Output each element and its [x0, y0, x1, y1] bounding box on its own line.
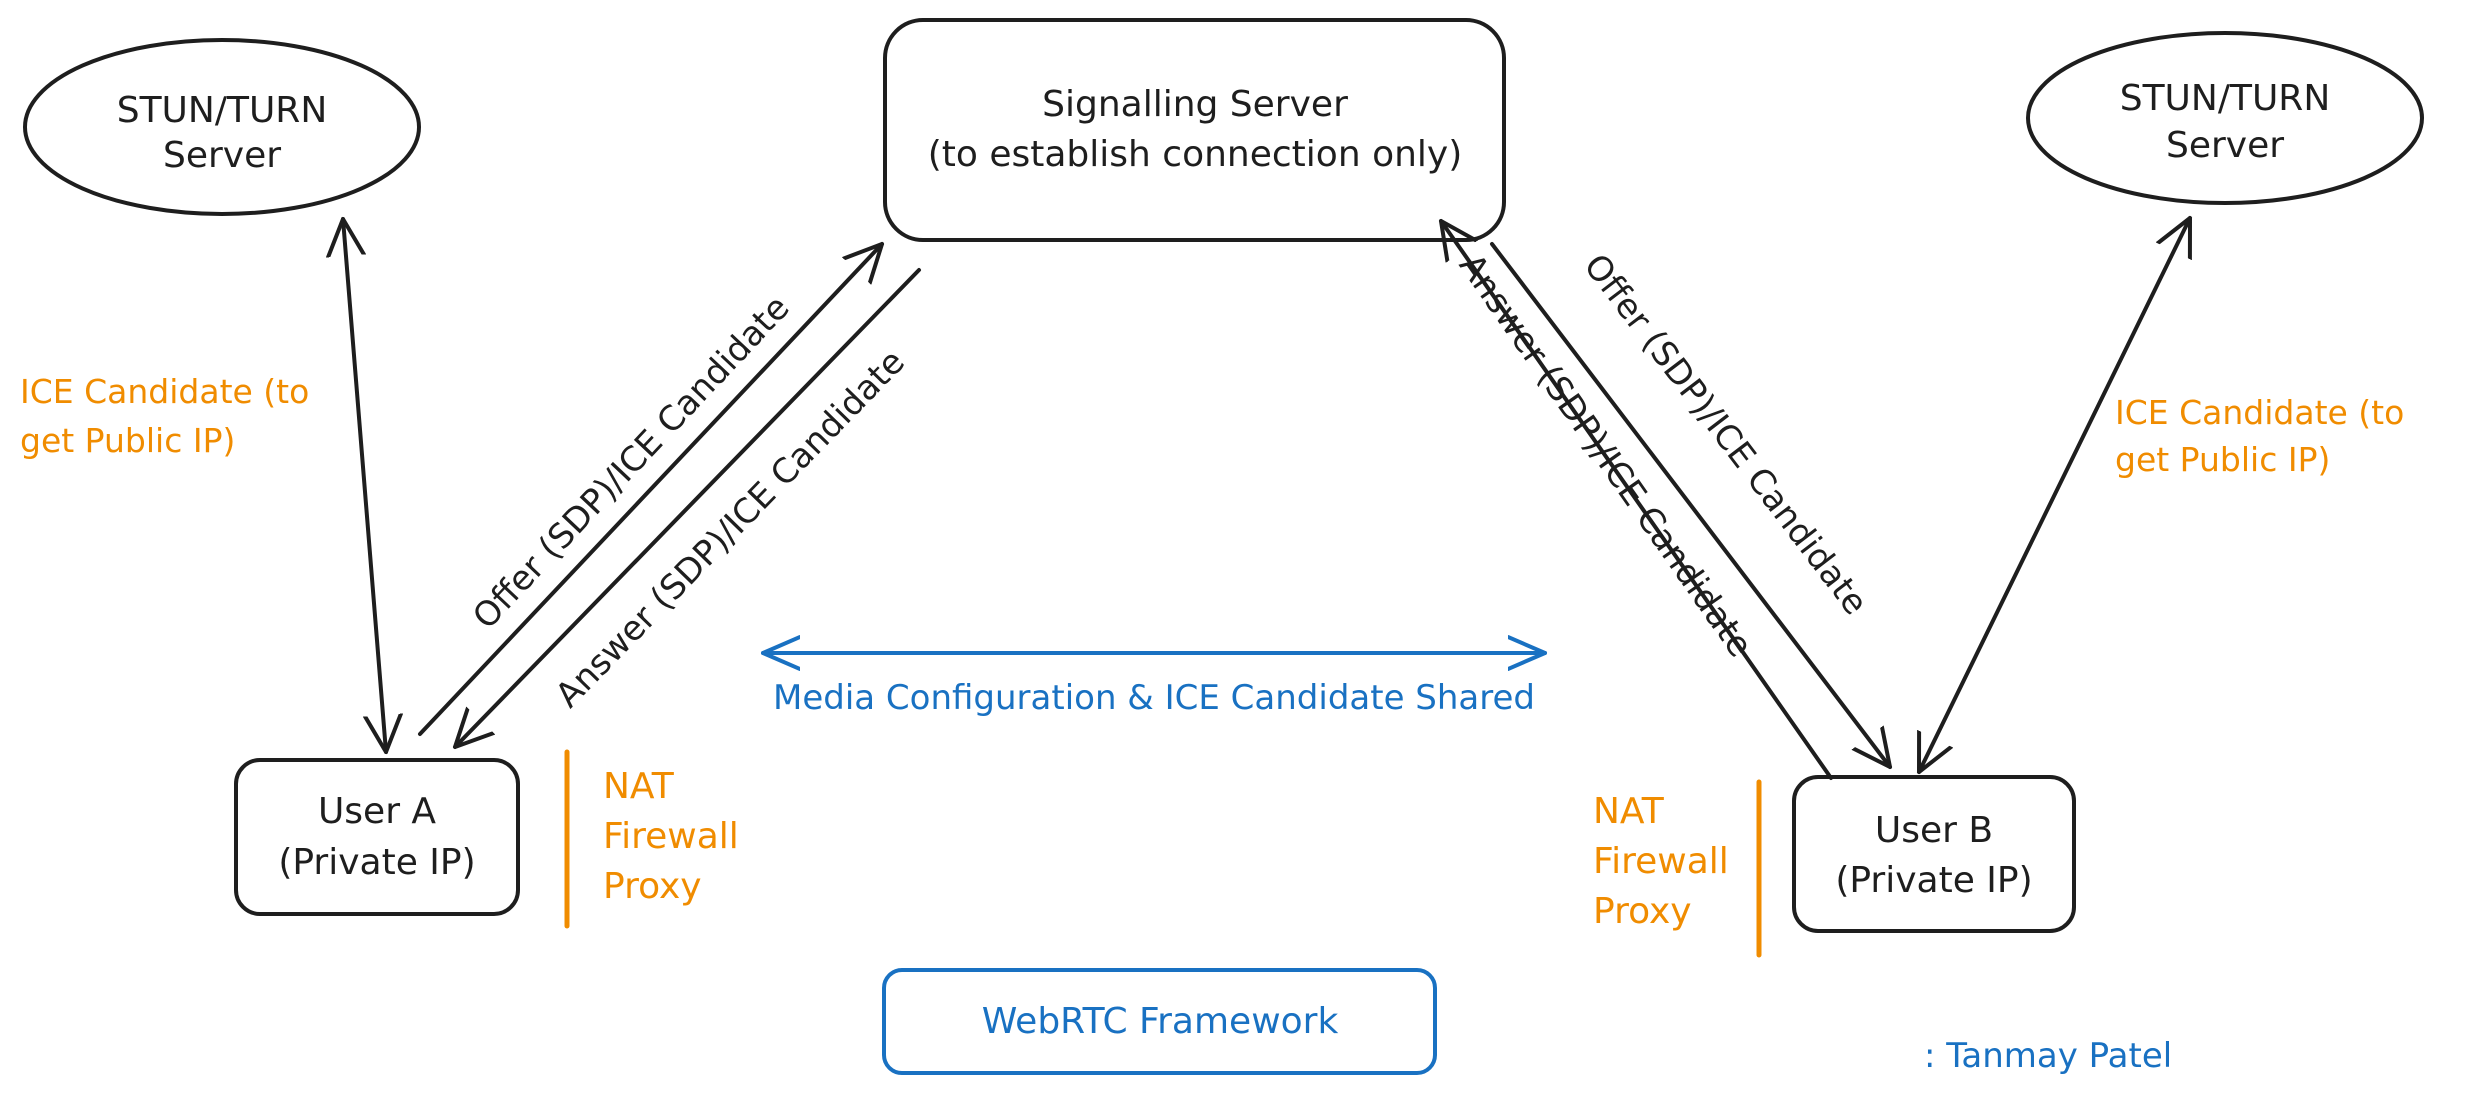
- stun-server-left: STUN/TURN Server: [23, 38, 421, 216]
- user-b: User B (Private IP): [1792, 775, 2076, 933]
- nat-right-line1: NAT: [1593, 791, 1665, 832]
- ice-right-line1: ICE Candidate (to: [2115, 393, 2404, 432]
- signalling-label-line2: (to establish connection only): [928, 134, 1463, 175]
- stun-server-right: STUN/TURN Server: [2026, 31, 2424, 205]
- edge-label-a-answer: Answer (SDP)/ICE Candidate: [548, 342, 913, 716]
- edge-label-b-offer: Offer (SDP)/ICE Candidate: [1576, 247, 1876, 623]
- stun-right-label-line2: Server: [2166, 125, 2284, 166]
- user-a-label-line2: (Private IP): [278, 842, 475, 883]
- ice-left-line1: ICE Candidate (to: [20, 372, 309, 411]
- author-credit: : Tanmay Patel: [1924, 1036, 2172, 1076]
- framework-label: WebRTC Framework: [982, 1001, 1339, 1042]
- edge-signalling-to-user-b-offer: Offer (SDP)/ICE Candidate: [1490, 242, 1892, 769]
- nat-note-left: NAT Firewall Proxy: [564, 749, 739, 929]
- ice-left-line2: get Public IP): [20, 421, 235, 460]
- signalling-server: Signalling Server (to establish connecti…: [883, 18, 1506, 242]
- nat-right-line2: Firewall: [1593, 841, 1729, 882]
- edge-user-a-stun-left: [343, 219, 386, 754]
- user-b-label-line1: User B: [1875, 810, 1993, 851]
- edge-user-a-to-signalling-offer: Offer (SDP)/ICE Candidate: [418, 242, 884, 736]
- ice-right-line2: get Public IP): [2115, 440, 2330, 479]
- signalling-label-line1: Signalling Server: [1042, 84, 1348, 125]
- nat-left-line2: Firewall: [603, 816, 739, 857]
- edge-user-b-stun-right: [1917, 216, 2192, 774]
- nat-right-line3: Proxy: [1593, 891, 1692, 932]
- framework-box: WebRTC Framework: [882, 968, 1437, 1075]
- user-b-label-line2: (Private IP): [1835, 860, 2032, 901]
- edge-label-media: Media Configuration & ICE Candidate Shar…: [773, 678, 1535, 718]
- user-a-label-line1: User A: [318, 791, 436, 832]
- edge-signalling-to-user-a-answer: Answer (SDP)/ICE Candidate: [453, 268, 921, 749]
- user-a: User A (Private IP): [234, 758, 520, 916]
- stun-left-label-line1: STUN/TURN: [117, 90, 328, 131]
- stun-right-label-line1: STUN/TURN: [2120, 78, 2331, 119]
- ice-note-left: ICE Candidate (to get Public IP): [20, 372, 309, 460]
- nat-note-right: NAT Firewall Proxy: [1593, 779, 1762, 958]
- stun-left-label-line2: Server: [163, 135, 281, 176]
- nat-left-line1: NAT: [603, 766, 675, 807]
- edge-label-a-offer: Offer (SDP)/ICE Candidate: [465, 288, 797, 637]
- ice-note-right: ICE Candidate (to get Public IP): [2115, 393, 2404, 479]
- edge-media-shared: Media Configuration & ICE Candidate Shar…: [761, 653, 1547, 718]
- nat-left-line3: Proxy: [603, 866, 702, 907]
